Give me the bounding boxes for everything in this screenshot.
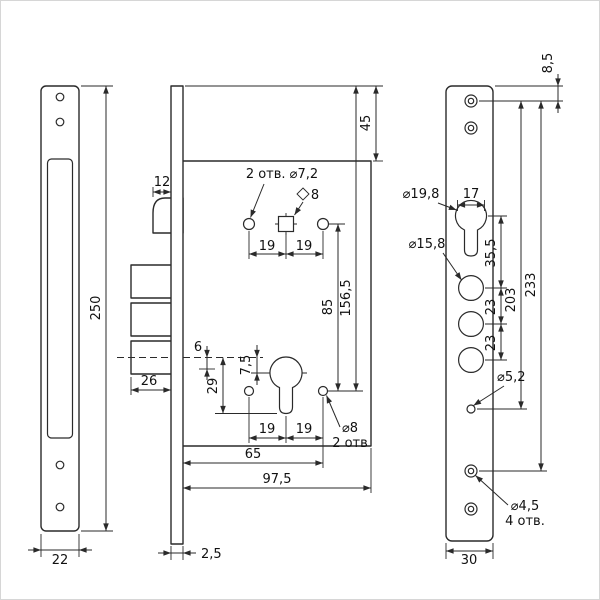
screw-hole [464, 502, 478, 516]
label-dia-15-8: ⌀15,8 [409, 237, 462, 281]
dim-7-5-label: 7,5 [239, 355, 254, 376]
dim-29-label: 29 [206, 378, 221, 395]
screw-hole [55, 92, 65, 102]
screw-hole [464, 121, 478, 135]
dim-12: 12 [152, 175, 171, 197]
fixing-hole [243, 385, 255, 397]
dia-4-5-count-label: 4 отв. [505, 514, 545, 529]
dim-85-label: 85 [321, 299, 336, 316]
dia-4-5-label: ⌀4,5 [511, 499, 540, 514]
dim-23-b: 23 [484, 324, 507, 361]
dim-97-5-label: 97,5 [263, 472, 292, 487]
faceplate-front-view: 17 35,5 23 23 203 233 [403, 53, 563, 568]
screw-hole [464, 94, 478, 108]
dim-203: 203 [477, 101, 527, 410]
dim-23-label: 23 [484, 299, 499, 316]
dim-12-label: 12 [154, 175, 171, 190]
dim-233-label: 233 [524, 273, 539, 298]
dim-156-5-label: 156,5 [339, 279, 354, 316]
label-dia-4-5: ⌀4,5 4 отв. [475, 475, 545, 529]
dim-17: 17 [457, 187, 485, 211]
label-top-holes: 2 отв. ⌀7,2 [246, 167, 318, 218]
bolt-hole [458, 347, 485, 374]
square-8-label: 8 [311, 188, 319, 203]
dim-17-label: 17 [463, 187, 480, 202]
fixing-hole [317, 385, 329, 397]
dim-26: 26 [130, 374, 171, 395]
dim-22: 22 [28, 534, 92, 568]
dim-97-5: 97,5 [183, 448, 372, 493]
spindle-hole [275, 213, 297, 235]
cylinder-keyhole [454, 199, 488, 257]
label-dia-19-8: ⌀19,8 [403, 187, 457, 211]
dim-85: 85 [321, 223, 345, 391]
lock-body-view: 12 45 156,5 85 2 отв. ⌀7,2 8 [117, 85, 383, 562]
dim-45-label: 45 [359, 115, 374, 132]
screw-hole [464, 464, 478, 478]
bolt-hole [458, 275, 485, 302]
bolt-hole [458, 311, 485, 338]
dia-15-8-label: ⌀15,8 [409, 237, 446, 252]
square-section-symbol [296, 187, 310, 201]
box-cutout [46, 158, 74, 439]
top-holes-label: 2 отв. ⌀7,2 [246, 167, 318, 182]
dim-29: 29 [206, 357, 277, 414]
dim-65: 65 [183, 447, 323, 466]
dim-6: 6 [194, 340, 215, 380]
label-square-8: 8 [294, 187, 319, 216]
dim-65-label: 65 [245, 447, 262, 462]
screw-hole [55, 117, 65, 127]
label-dia-8: ⌀8 2 отв [326, 395, 368, 451]
dia-19-8-label: ⌀19,8 [403, 187, 440, 202]
dim-23-label: 23 [484, 335, 499, 352]
dim-8-5-label: 8,5 [541, 53, 556, 74]
dim-19-bottom: 19 19 [248, 397, 324, 468]
box-side-view: 250 22 [28, 85, 113, 568]
dia-8-count-label: 2 отв [332, 436, 368, 451]
dim-19-label: 19 [296, 422, 313, 437]
label-dia-5-2: ⌀5,2 [473, 370, 526, 406]
screw-hole [55, 460, 65, 470]
dim-250-label: 250 [89, 296, 104, 321]
dim-30-label: 30 [461, 553, 478, 568]
cylinder-hole [251, 356, 307, 415]
dim-26-label: 26 [141, 374, 158, 389]
dim-8-5: 8,5 [479, 53, 563, 113]
screw-hole [55, 502, 65, 512]
dim-203-label: 203 [504, 288, 519, 313]
dim-2-5: 2,5 [158, 546, 222, 562]
dim-22-label: 22 [52, 553, 69, 568]
dim-35-5-label: 35,5 [484, 239, 499, 268]
dim-45: 45 [185, 85, 383, 162]
dim-2-5-label: 2,5 [201, 547, 222, 562]
dia-8-label: ⌀8 [342, 421, 358, 436]
dim-19-label: 19 [296, 239, 313, 254]
dim-7-5: 7,5 [239, 345, 260, 385]
dim-233: 233 [479, 101, 547, 472]
dim-6-label: 6 [194, 340, 202, 355]
dia-5-2-label: ⌀5,2 [497, 370, 526, 385]
deadbolt [130, 302, 173, 337]
dim-19-top: 19 19 [248, 231, 324, 259]
dim-250: 250 [81, 85, 113, 532]
pin-hole [466, 404, 476, 414]
fixing-hole [316, 217, 330, 231]
faceplate-edge [170, 85, 184, 545]
dim-30: 30 [445, 543, 494, 568]
dim-19-label: 19 [259, 239, 276, 254]
dim-19-label: 19 [259, 422, 276, 437]
lock-case [183, 160, 372, 447]
dim-156-5: 156,5 [328, 86, 363, 392]
fixing-hole [242, 217, 256, 231]
deadbolt [130, 264, 173, 299]
